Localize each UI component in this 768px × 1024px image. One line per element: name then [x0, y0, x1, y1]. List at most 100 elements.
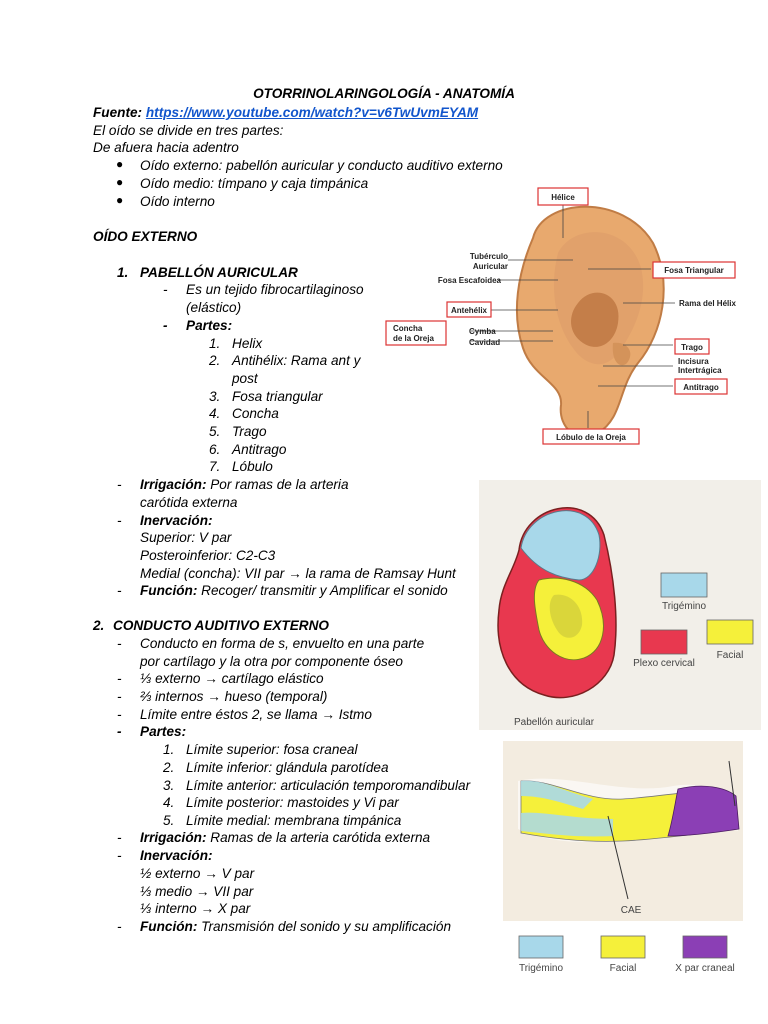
- legend-swatch-facial: [706, 619, 754, 645]
- pinna-part-text: Trago: [232, 424, 267, 439]
- function-text: Transmisión del sonido y su amplificació…: [197, 919, 451, 934]
- dash: -: [117, 689, 122, 704]
- pinna-part-num: 7.: [209, 459, 221, 474]
- label-lobulo: Lóbulo de la Oreja: [556, 433, 626, 442]
- irrigation-label: Irrigación:: [140, 830, 207, 845]
- pinna-part-text: Helix: [232, 336, 263, 351]
- dash: -: [117, 513, 122, 528]
- canal-outer: ⅓ externo → cartílago elástico: [140, 671, 324, 686]
- pinna-innervation-figure: Trigémino Plexo cervical Facial Pabellón…: [479, 480, 761, 730]
- pinna-illustration: [497, 507, 617, 699]
- intro-line-1: El oído se divide en tres partes:: [93, 123, 284, 138]
- legend-facial: Facial: [610, 963, 637, 974]
- irrigation-text: Por ramas de la arteria: [206, 477, 349, 492]
- part-item: Oído externo: pabellón auricular y condu…: [140, 158, 503, 173]
- canal-shape-2: por cartílago y la otra por componente ó…: [140, 654, 403, 669]
- pinna-part-text: Fosa triangular: [232, 389, 323, 404]
- label-antehelix: Antehélix: [451, 306, 488, 315]
- pinna-function: Función: Recoger/ transmitir y Amplifica…: [140, 582, 448, 599]
- canal-part-text: Límite medial: membrana timpánica: [186, 813, 402, 828]
- canal-innervation-item: ½ externo → V par: [140, 866, 255, 881]
- label-box: [446, 301, 492, 318]
- pinna-part-num: 6.: [209, 442, 221, 457]
- legend-swatch-trigemino: [660, 572, 708, 598]
- dash: -: [117, 671, 122, 686]
- canal-innervation-item: ⅓ medio → VII par: [140, 884, 254, 899]
- section-heading-external: OÍDO EXTERNO: [93, 229, 198, 244]
- legend-plexo: Plexo cervical: [633, 658, 695, 669]
- canal-part-num: 4.: [163, 795, 175, 810]
- ear-illustration: [515, 205, 665, 438]
- canal-heading: CONDUCTO AUDITIVO EXTERNO: [113, 618, 329, 633]
- part-item: Oído medio: tímpano y caja timpánica: [140, 176, 369, 191]
- label-cavidad: Cavidad: [469, 338, 500, 347]
- legend-facial: Facial: [717, 650, 744, 661]
- canal-innervation-item: ⅓ interno → X par: [140, 901, 251, 916]
- canal-innervation-figure: CAE Trigémino Facial X par craneal: [503, 741, 753, 975]
- dash: -: [117, 583, 122, 598]
- legend-swatch-plexo: [640, 629, 688, 655]
- label-trago: Trago: [681, 343, 703, 352]
- canal-label: CAE: [621, 905, 642, 916]
- pinna-irrigation-2: carótida externa: [140, 495, 238, 510]
- function-label: Función:: [140, 919, 198, 934]
- legend-trigemino: Trigémino: [662, 601, 707, 612]
- canal-limit: Límite entre éstos 2, se llama → Istmo: [140, 707, 372, 722]
- ear-labels: Hélice Tubérculo Auricular Fosa Escafoid…: [385, 187, 736, 445]
- label-fosa-triangular: Fosa Triangular: [664, 266, 724, 275]
- label-box: [652, 261, 736, 279]
- pinna-part-text: Antitrago: [232, 442, 287, 457]
- label-tuberculo-1: Tubérculo: [470, 252, 508, 261]
- pinna-part-text: Concha: [232, 406, 279, 421]
- pinna-parts-label: Partes:: [186, 318, 233, 333]
- label-helix: Hélice: [551, 193, 575, 202]
- pinna-part-text: Antihélix: Rama ant y: [232, 353, 361, 368]
- canal-function: Función: Transmisión del sonido y su amp…: [140, 918, 451, 935]
- dash: -: [117, 830, 122, 845]
- irrigation-label: Irrigación:: [140, 477, 207, 492]
- label-incisura-2: Intertrágica: [678, 366, 722, 375]
- pinna-heading-number: 1.: [117, 265, 129, 280]
- ear-anatomy-figure: Hélice Tubérculo Auricular Fosa Escafoid…: [383, 183, 753, 453]
- canal-part-num: 5.: [163, 813, 175, 828]
- part-item: Oído interno: [140, 194, 215, 209]
- pinna-innervation-item: Medial (concha): VII par → la rama de Ra…: [140, 566, 456, 581]
- legend-swatch-vagus: [682, 935, 728, 959]
- label-incisura-1: Incisura: [678, 357, 709, 366]
- canal-innervation-label: Inervación:: [140, 848, 213, 863]
- canal-illustration: [520, 760, 740, 900]
- dash: -: [117, 848, 122, 863]
- label-fosa-escafoidea: Fosa Escafoidea: [438, 276, 502, 285]
- canal-heading-number: 2.: [93, 618, 105, 633]
- label-concha-1: Concha: [393, 324, 423, 333]
- legend-vagus: X par craneal: [675, 963, 734, 974]
- dash: -: [163, 318, 168, 333]
- pinna-part-num: 5.: [209, 424, 221, 439]
- label-box: [385, 320, 447, 346]
- canal-part-text: Límite anterior: articulación temporoman…: [186, 778, 471, 793]
- pinna-part-num: 4.: [209, 406, 221, 421]
- canal-inner: ⅔ internos → hueso (temporal): [140, 689, 328, 704]
- intro-line-2: De afuera hacia adentro: [93, 140, 239, 155]
- canal-part-num: 1.: [163, 742, 175, 757]
- label-rama-helix: Rama del Hélix: [679, 299, 736, 308]
- canal-part-text: Límite inferior: glándula parotídea: [186, 760, 389, 775]
- dash: -: [117, 919, 122, 934]
- canal-shape-1: Conducto en forma de s, envuelto en una …: [140, 636, 425, 651]
- irrigation-text: Ramas de la arteria carótida externa: [206, 830, 431, 845]
- leader-lines: [471, 205, 675, 428]
- dash: -: [117, 636, 122, 651]
- source-line: Fuente: https://www.youtube.com/watch?v=…: [93, 104, 478, 121]
- label-tuberculo-2: Auricular: [473, 262, 508, 271]
- canal-part-text: Límite superior: fosa craneal: [186, 742, 358, 757]
- pinna-part-num: 1.: [209, 336, 221, 351]
- label-box: [674, 378, 728, 395]
- pinna-tissue-1: Es un tejido fibrocartilaginoso: [186, 282, 364, 297]
- source-link[interactable]: https://www.youtube.com/watch?v=v6TwUvmE…: [145, 105, 479, 120]
- label-cymba: Cymba: [469, 327, 496, 336]
- canal-irrigation: Irrigación: Ramas de la arteria carótida…: [140, 829, 430, 846]
- pinna-irrigation: Irrigación: Por ramas de la arteria: [140, 476, 349, 493]
- function-text: Recoger/ transmitir y Amplificar el soni…: [197, 583, 448, 598]
- figure-caption: Pabellón auricular: [514, 717, 595, 728]
